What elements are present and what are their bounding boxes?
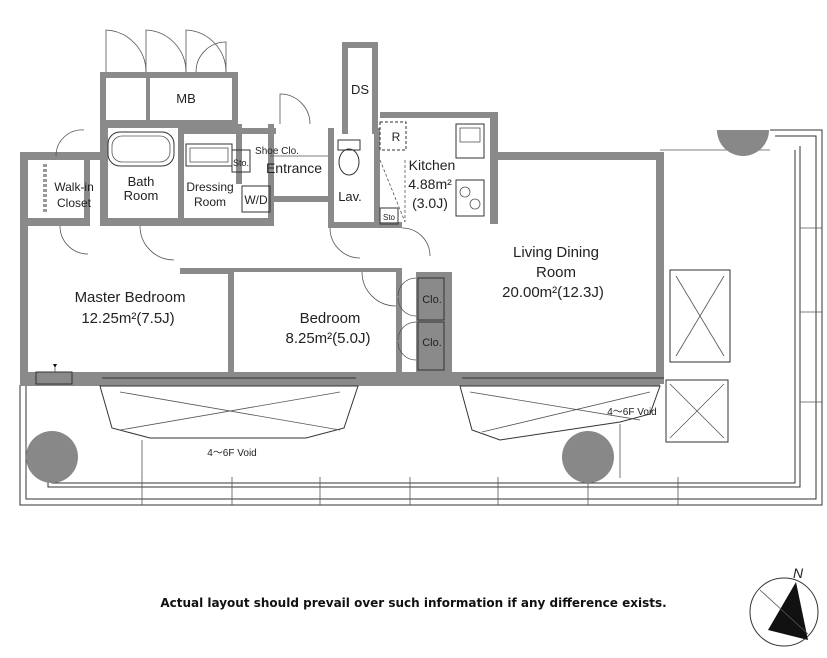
label-clo-2: Clo.	[422, 337, 442, 349]
label-wd: W/D	[244, 193, 268, 207]
compass-north-label: N	[793, 565, 804, 581]
column-middle	[562, 431, 614, 483]
label-sto: Sto.	[233, 158, 249, 168]
label-void-left: 4～6F Void	[207, 448, 256, 459]
label-master-area: 12.25m²(7.5J)	[81, 310, 174, 327]
label-living-1: Living Dining	[513, 244, 599, 261]
label-ds: DS	[351, 82, 369, 97]
label-lav: Lav.	[338, 189, 362, 204]
label-r: R	[392, 130, 401, 144]
disclaimer-note: Actual layout should prevail over such i…	[160, 596, 667, 610]
label-living-area: 20.00m²(12.3J)	[502, 284, 604, 301]
label-master-name: Master Bedroom	[75, 289, 186, 306]
void-right	[459, 385, 661, 441]
label-shoe-clo: Shoe Clo.	[255, 146, 299, 157]
label-void-right: 4～6F Void	[607, 407, 656, 418]
label-kitchen-name: Kitchen	[409, 157, 456, 173]
label-bedroom-area: 8.25m²(5.0J)	[285, 330, 370, 347]
label-dressing-1: Dressing	[186, 180, 233, 194]
compass: N	[749, 565, 819, 647]
label-walkin-2: Closet	[57, 196, 92, 210]
label-walkin-1: Walk-in	[54, 180, 94, 194]
label-entrance: Entrance	[266, 160, 322, 176]
label-kitchen-j: (3.0J)	[412, 195, 448, 211]
label-sto-kitchen: Sto	[383, 213, 396, 222]
label-bath-2: Room	[124, 188, 159, 203]
label-bath-1: Bath	[128, 174, 155, 189]
walls	[20, 42, 664, 386]
column-top-right	[717, 130, 769, 156]
label-mb: MB	[176, 91, 196, 106]
void-right-vertical	[665, 269, 731, 443]
column-left	[26, 431, 78, 483]
label-bedroom-name: Bedroom	[300, 310, 361, 327]
label-kitchen-area: 4.88m²	[408, 176, 452, 192]
label-living-2: Room	[536, 264, 576, 281]
doors-and-fixtures	[35, 29, 664, 385]
label-dressing-2: Room	[194, 195, 226, 209]
label-clo-1: Clo.	[422, 294, 442, 306]
void-left	[99, 385, 359, 439]
